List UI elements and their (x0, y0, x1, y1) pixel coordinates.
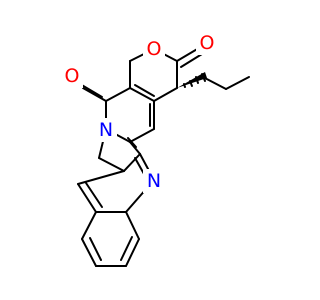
bond-stereocenter-ring-fusion (153, 87, 178, 102)
bond-lactone-carbonyl-a (176, 47, 200, 62)
bond-ring-fusion-lactam-carbon (105, 87, 131, 102)
quinoline-nitrogen-label: N (147, 170, 161, 192)
bond-benzo-ring-2 (125, 238, 140, 267)
bond-layer (77, 47, 250, 267)
bond-imine-carbon-double (127, 137, 137, 148)
bond-benzo-ring-4-double (89, 237, 102, 261)
bond-benzo-ring-2-double (120, 236, 133, 261)
amide-nitrogen-label-background (95, 118, 117, 142)
bond-fusion-double-b (134, 84, 155, 97)
lactone-carbonyl-oxygen-label-background (196, 31, 218, 55)
amide-nitrogen-label: N (99, 119, 113, 141)
lactam-carbonyl-oxygen-label-background (61, 64, 83, 88)
bond-quinoline-fusion-imine-carbon (123, 153, 141, 172)
lactone-carbonyl-oxygen-label: O (200, 32, 215, 54)
ring-oxygen-label-background (143, 37, 165, 61)
bond-benzo-ring-5 (81, 211, 97, 240)
hash-line-2 (189, 80, 193, 87)
ring-oxygen-label: O (147, 38, 162, 60)
bond-lactam-carbonyl-b (79, 83, 103, 98)
bond-ring-carbon-ch (129, 128, 155, 143)
atom-label-layer: O O O N N (61, 31, 218, 193)
bond-benzo-ring-1 (125, 211, 140, 240)
hash-line-3 (195, 76, 199, 84)
lactam-carbonyl-oxygen-label: O (65, 65, 80, 87)
quinoline-nitrogen-label-background (143, 169, 165, 193)
bond-benzo-ring-4 (81, 238, 97, 267)
bond-ch-quinoline-fusion (77, 170, 125, 185)
molecule-structure: O O O N N (61, 31, 250, 267)
hash-line-4 (201, 73, 206, 82)
bond-fusion-double-a (129, 87, 155, 102)
bond-imine-carbon-ring-carbon (129, 141, 141, 155)
bond-lactone-carbonyl-b (180, 53, 203, 68)
stereo-bond (177, 72, 207, 88)
bond-ethyl-ch3 (225, 76, 250, 90)
bond-benzo-fusion-ch (77, 183, 97, 213)
bond-lactam-carbonyl-a (82, 87, 107, 102)
bond-benzo-fusion-ch-double (85, 182, 103, 208)
hash-line-1 (183, 83, 186, 88)
bond-ch2-quinoline-fusion (98, 157, 125, 172)
